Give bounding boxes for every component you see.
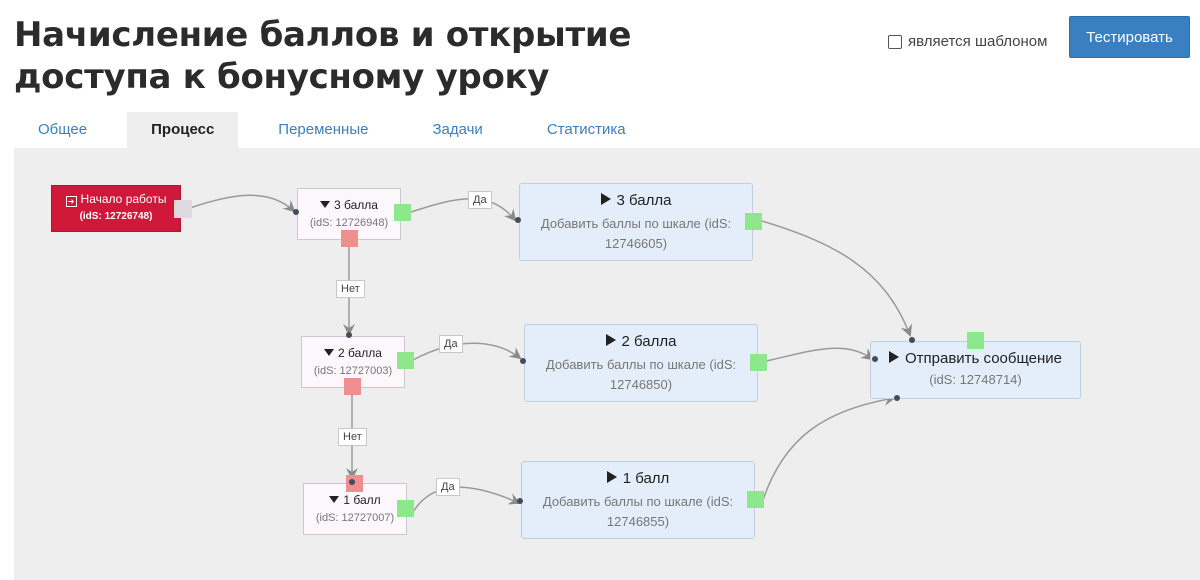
- no-label: Нет: [336, 280, 365, 298]
- output-port[interactable]: [747, 491, 764, 508]
- start-node[interactable]: ➜Начало работы (idS: 12726748): [51, 185, 181, 232]
- no-label: Нет: [338, 428, 367, 446]
- message-node[interactable]: Отправить сообщение (idS: 12748714): [870, 341, 1081, 399]
- page-title: Начисление баллов и открытие доступа к б…: [14, 15, 632, 97]
- connector-start-filter3: [189, 194, 296, 213]
- test-button[interactable]: Тестировать: [1069, 16, 1190, 58]
- input-dot: [349, 479, 355, 485]
- connector-action3-message: [761, 220, 912, 337]
- message-title: Отправить сообщение: [904, 350, 1062, 367]
- play-icon: [605, 334, 616, 346]
- filter-icon: [329, 496, 340, 503]
- input-dot: [894, 395, 900, 401]
- filter-icon: [320, 201, 331, 208]
- checkbox-box[interactable]: [888, 34, 902, 49]
- action-node-2[interactable]: 2 балла Добавить баллы по шкале (idS: 12…: [524, 324, 758, 402]
- connector-filter2-action2: [412, 342, 522, 361]
- yes-port[interactable]: [397, 352, 414, 369]
- play-icon: [888, 351, 899, 363]
- filter-title: 3 балла: [334, 198, 378, 212]
- start-id: (idS: 12726748): [79, 211, 153, 222]
- no-port[interactable]: [341, 230, 358, 247]
- message-id: (idS: 12748714): [929, 372, 1022, 387]
- input-dot: [515, 217, 521, 223]
- template-label: является шаблоном: [908, 33, 1048, 50]
- filter-id: (idS: 12727003): [313, 365, 393, 377]
- action-desc: Добавить баллы по шкале (idS: 12746850): [545, 357, 737, 392]
- output-port[interactable]: [745, 213, 762, 230]
- connector-filter3-action3: [410, 198, 517, 222]
- yes-label: Да: [468, 191, 492, 209]
- yes-label: Да: [439, 335, 463, 353]
- input-dot: [346, 332, 352, 338]
- filter-id: (idS: 12727007): [315, 512, 395, 524]
- connector-action2-message: [765, 347, 874, 362]
- tab-general[interactable]: Общее: [38, 121, 88, 138]
- start-output-port[interactable]: [174, 200, 192, 218]
- filter-icon: [324, 349, 335, 356]
- play-icon: [600, 193, 611, 205]
- filter-id: (idS: 12726948): [309, 217, 389, 229]
- tab-process[interactable]: Процесс: [127, 112, 239, 148]
- start-title: Начало работы: [80, 192, 167, 206]
- output-port[interactable]: [750, 354, 767, 371]
- filter-title: 1 балл: [343, 493, 381, 507]
- yes-label: Да: [436, 478, 460, 496]
- sign-in-icon: ➜: [65, 196, 77, 207]
- filter-title: 2 балла: [338, 346, 382, 360]
- input-dot: [293, 209, 299, 215]
- input-dot: [872, 356, 878, 362]
- play-icon: [606, 471, 617, 483]
- input-dot: [517, 498, 523, 504]
- tab-bar: Общее Процесс Переменные Задачи Статисти…: [14, 112, 666, 148]
- action-title: 2 балла: [621, 333, 677, 350]
- tab-variables[interactable]: Переменные: [278, 121, 369, 138]
- connector-action1-message: [762, 393, 896, 501]
- yes-port[interactable]: [394, 204, 411, 221]
- output-port[interactable]: [967, 332, 984, 349]
- action-title: 1 балл: [622, 470, 670, 487]
- tab-tasks[interactable]: Задачи: [432, 121, 483, 138]
- process-canvas[interactable]: ➜Начало работы (idS: 12726748) 3 балла (…: [14, 148, 1200, 580]
- action-node-1[interactable]: 1 балл Добавить баллы по шкале (idS: 127…: [521, 461, 755, 539]
- action-title: 3 балла: [616, 192, 672, 209]
- input-dot: [909, 337, 915, 343]
- template-checkbox[interactable]: является шаблоном: [888, 33, 1047, 50]
- action-desc: Добавить баллы по шкале (idS: 12746605): [540, 216, 732, 251]
- connector-filter1-action1: [412, 486, 521, 513]
- yes-port[interactable]: [397, 500, 414, 517]
- action-node-3[interactable]: 3 балла Добавить баллы по шкале (idS: 12…: [519, 183, 753, 261]
- tab-statistics[interactable]: Статистика: [546, 121, 626, 138]
- no-port[interactable]: [344, 378, 361, 395]
- action-desc: Добавить баллы по шкале (idS: 12746855): [542, 494, 734, 529]
- input-dot: [520, 358, 526, 364]
